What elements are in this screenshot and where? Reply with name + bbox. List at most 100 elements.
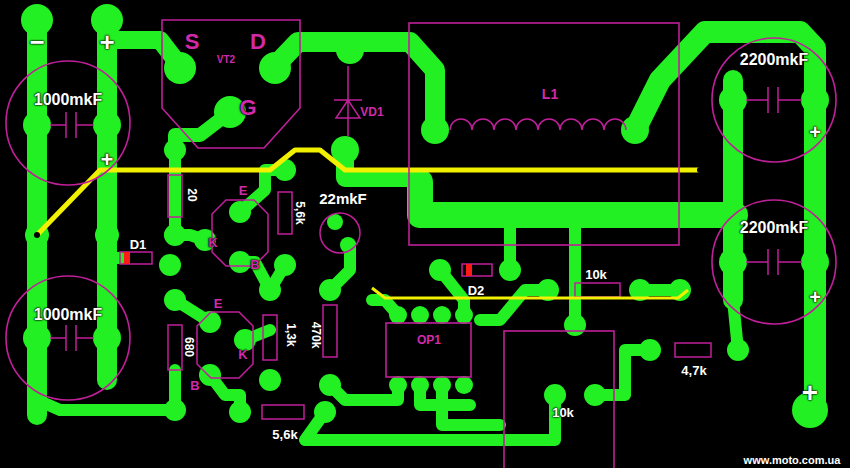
pad xyxy=(164,224,186,246)
part-name: VD1 xyxy=(360,106,383,118)
pad xyxy=(639,339,661,361)
pad xyxy=(584,384,606,406)
jumper-wire xyxy=(37,150,700,235)
inductor-outline: L1 xyxy=(408,22,680,246)
capacitor-outline xyxy=(712,200,836,324)
pad xyxy=(801,86,829,114)
transistor-outline xyxy=(197,312,253,378)
capacitor-symbol xyxy=(50,112,94,138)
trimmer-outline-shape xyxy=(503,330,615,468)
resistor-symbol xyxy=(263,315,277,360)
pad xyxy=(411,376,429,394)
pad xyxy=(274,254,296,276)
pad xyxy=(164,399,186,421)
pad xyxy=(164,139,186,161)
pin-name: K xyxy=(238,348,247,361)
pad xyxy=(499,259,521,281)
copper-trace xyxy=(37,370,175,410)
polarity-mark: + xyxy=(809,122,821,142)
pad xyxy=(229,401,251,423)
pad xyxy=(719,248,747,276)
pad xyxy=(429,259,451,281)
part-value: 470k xyxy=(310,322,322,349)
diode-symbol xyxy=(120,252,152,264)
pad xyxy=(801,248,829,276)
trimmer-outline: 10k xyxy=(503,330,615,468)
part-label: 1000mkF xyxy=(34,92,103,108)
part-value: 1,3k xyxy=(285,323,297,346)
resistor-symbol xyxy=(323,305,337,357)
pad xyxy=(95,223,119,247)
part-value: 20 xyxy=(186,188,198,201)
pad xyxy=(433,306,451,324)
inductor-symbol xyxy=(450,119,626,130)
part-label: L1 xyxy=(542,87,558,101)
inductor-outline-shape xyxy=(408,22,680,246)
pad xyxy=(159,254,181,276)
part-label: VT2 xyxy=(217,55,235,65)
part-value: 10k xyxy=(585,268,607,281)
inductor-outline xyxy=(409,23,679,245)
pad xyxy=(314,401,336,423)
pad xyxy=(455,376,473,394)
pad xyxy=(259,369,281,391)
capacitor-outline: 1000mkF xyxy=(5,275,131,401)
pad xyxy=(621,116,649,144)
pad xyxy=(259,52,291,84)
ic-outline-shape xyxy=(385,322,472,378)
part-label: 2200mkF xyxy=(740,52,809,68)
part-name: D1 xyxy=(130,238,147,251)
pad xyxy=(23,111,51,139)
resistor-symbol xyxy=(262,405,304,419)
polarity-mark: − xyxy=(29,29,44,55)
polarity-mark: + xyxy=(99,29,114,55)
pad xyxy=(564,314,586,336)
part-value: 5,6k xyxy=(294,201,306,224)
pad xyxy=(229,201,251,223)
part-label: OP1 xyxy=(417,334,441,346)
part-label: 10k xyxy=(552,406,574,419)
copper-trace xyxy=(480,290,548,320)
diode-band xyxy=(124,252,130,264)
diode-symbol xyxy=(462,264,492,276)
capacitor-outline xyxy=(6,276,130,400)
pad xyxy=(199,311,221,333)
capacitor-symbol xyxy=(746,249,802,275)
jumper-hole xyxy=(34,232,40,238)
pad xyxy=(421,116,449,144)
transistor-outline: SDVT2G xyxy=(160,18,302,150)
trimmer-outline xyxy=(504,331,614,468)
pad xyxy=(164,289,186,311)
capacitor-symbol xyxy=(50,325,94,351)
transistor-outline-shape xyxy=(160,18,302,150)
resistor-symbol xyxy=(675,343,711,357)
part-value: 5,6k xyxy=(272,428,297,441)
pad xyxy=(433,376,451,394)
pad xyxy=(23,324,51,352)
ic-outline xyxy=(386,323,471,377)
part-label: G xyxy=(239,97,256,119)
pin-name: K xyxy=(208,236,217,249)
copper-trace xyxy=(569,215,581,325)
pad xyxy=(229,251,251,273)
capacitor-outline-shape xyxy=(5,275,131,401)
part-label: D xyxy=(250,31,266,53)
copper-trace xyxy=(169,150,181,235)
pad xyxy=(336,36,364,64)
pad xyxy=(164,52,196,84)
capacitor-outline: 2200mkF xyxy=(711,37,837,163)
pad xyxy=(727,339,749,361)
capacitor-outline xyxy=(712,38,836,162)
polarity-mark: + xyxy=(101,149,114,171)
part-value: 22mkF xyxy=(319,191,367,206)
pad xyxy=(389,376,407,394)
pad xyxy=(93,111,121,139)
pad xyxy=(411,306,429,324)
part-name: D2 xyxy=(468,284,485,297)
capacitor-outline xyxy=(320,213,360,253)
pad xyxy=(93,324,121,352)
resistor-symbol xyxy=(168,325,182,370)
transistor-outline xyxy=(212,200,268,266)
